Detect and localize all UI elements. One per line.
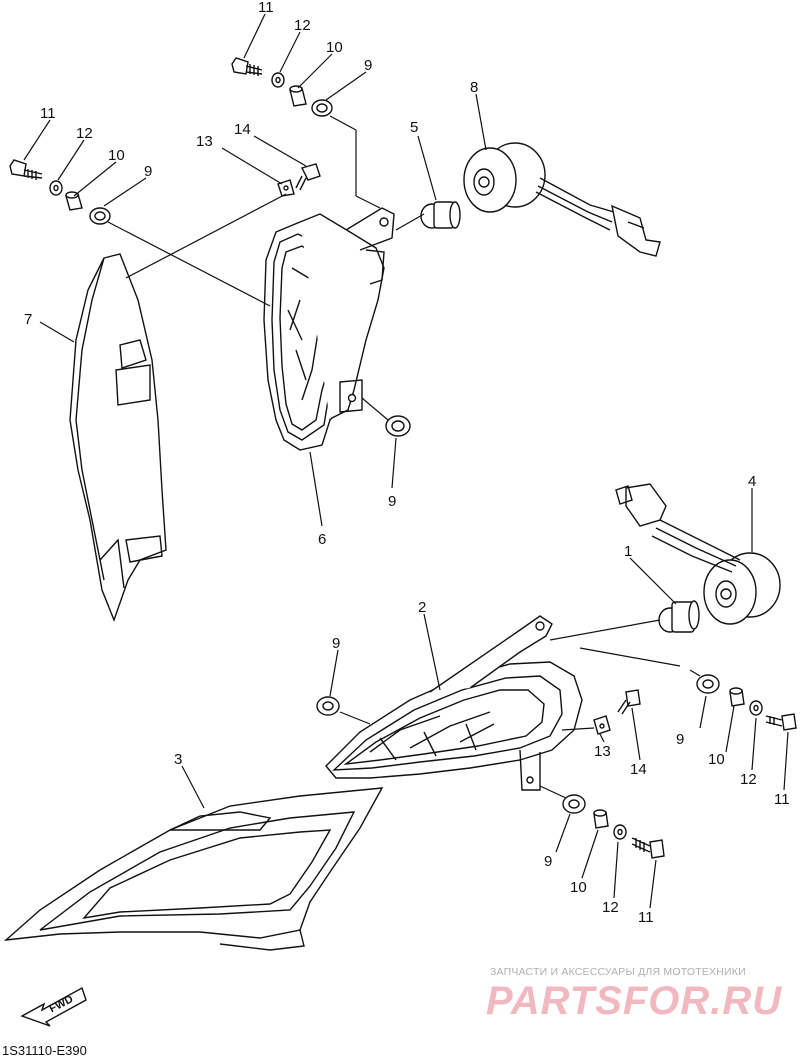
leader-lines-upper xyxy=(23,13,487,527)
callout-9: 9 xyxy=(332,635,340,652)
socket-part-8 xyxy=(463,142,661,257)
watermark-brand: PARTSFOR.RU xyxy=(486,979,782,1023)
callout-11: 11 xyxy=(638,909,654,926)
bulb-part-5 xyxy=(420,201,461,229)
callout-12: 12 xyxy=(294,17,311,34)
fwd-arrow-icon: FWD xyxy=(20,986,87,1027)
callout-13: 13 xyxy=(594,743,611,760)
callout-14: 14 xyxy=(630,761,647,778)
callout-6: 6 xyxy=(318,531,326,548)
watermark: ЗАПЧАСТИ И АКСЕССУАРЫ ДЛЯ МОТОТЕХНИКИ PA… xyxy=(486,966,782,1023)
callout-9: 9 xyxy=(364,57,372,74)
socket-part-4 xyxy=(615,483,781,625)
callout-14: 14 xyxy=(234,121,251,138)
callout-13: 13 xyxy=(196,133,213,150)
hardware-set-lower-bottom xyxy=(562,794,665,859)
callout-10: 10 xyxy=(708,751,725,768)
cover-panel-part-7 xyxy=(69,253,167,622)
clip-screw-upper xyxy=(277,163,321,197)
callout-12: 12 xyxy=(602,899,619,916)
grommet-under-part-6 xyxy=(385,415,411,437)
callout-11: 11 xyxy=(258,0,274,16)
callout-12: 12 xyxy=(740,771,757,788)
callout-5: 5 xyxy=(410,119,418,136)
callout-8: 8 xyxy=(470,79,478,96)
callout-10: 10 xyxy=(570,879,587,896)
leader-lines-lower xyxy=(181,488,789,909)
callout-9: 9 xyxy=(544,853,552,870)
callout-11: 11 xyxy=(40,105,56,122)
light-unit-part-2 xyxy=(325,615,583,791)
watermark-tagline: ЗАПЧАСТИ И АКСЕССУАРЫ ДЛЯ МОТОТЕХНИКИ xyxy=(490,966,746,978)
callout-9: 9 xyxy=(676,731,684,748)
callout-7: 7 xyxy=(24,311,32,328)
callout-3: 3 xyxy=(174,751,182,768)
callout-labels: 11 12 10 9 8 11 12 10 9 13 14 5 7 9 6 4 … xyxy=(24,0,790,926)
hardware-set-upper-left xyxy=(9,159,111,225)
hardware-set-upper-right xyxy=(231,57,333,117)
hardware-lower-misc xyxy=(316,689,641,735)
bulb-part-1 xyxy=(658,600,700,633)
callout-2: 2 xyxy=(418,599,426,616)
light-unit-part-6 xyxy=(263,207,395,451)
cover-panel-part-3 xyxy=(3,787,384,951)
callout-12: 12 xyxy=(76,125,93,142)
callout-11: 11 xyxy=(774,791,790,808)
callout-9: 9 xyxy=(388,493,396,510)
callout-9: 9 xyxy=(144,163,152,180)
callout-4: 4 xyxy=(748,473,756,490)
hardware-set-lower-right xyxy=(696,674,797,731)
callout-10: 10 xyxy=(326,39,343,56)
callout-1: 1 xyxy=(624,543,632,560)
callout-10: 10 xyxy=(108,147,125,164)
drawing-code: 1S31110-E390 xyxy=(2,1043,87,1058)
